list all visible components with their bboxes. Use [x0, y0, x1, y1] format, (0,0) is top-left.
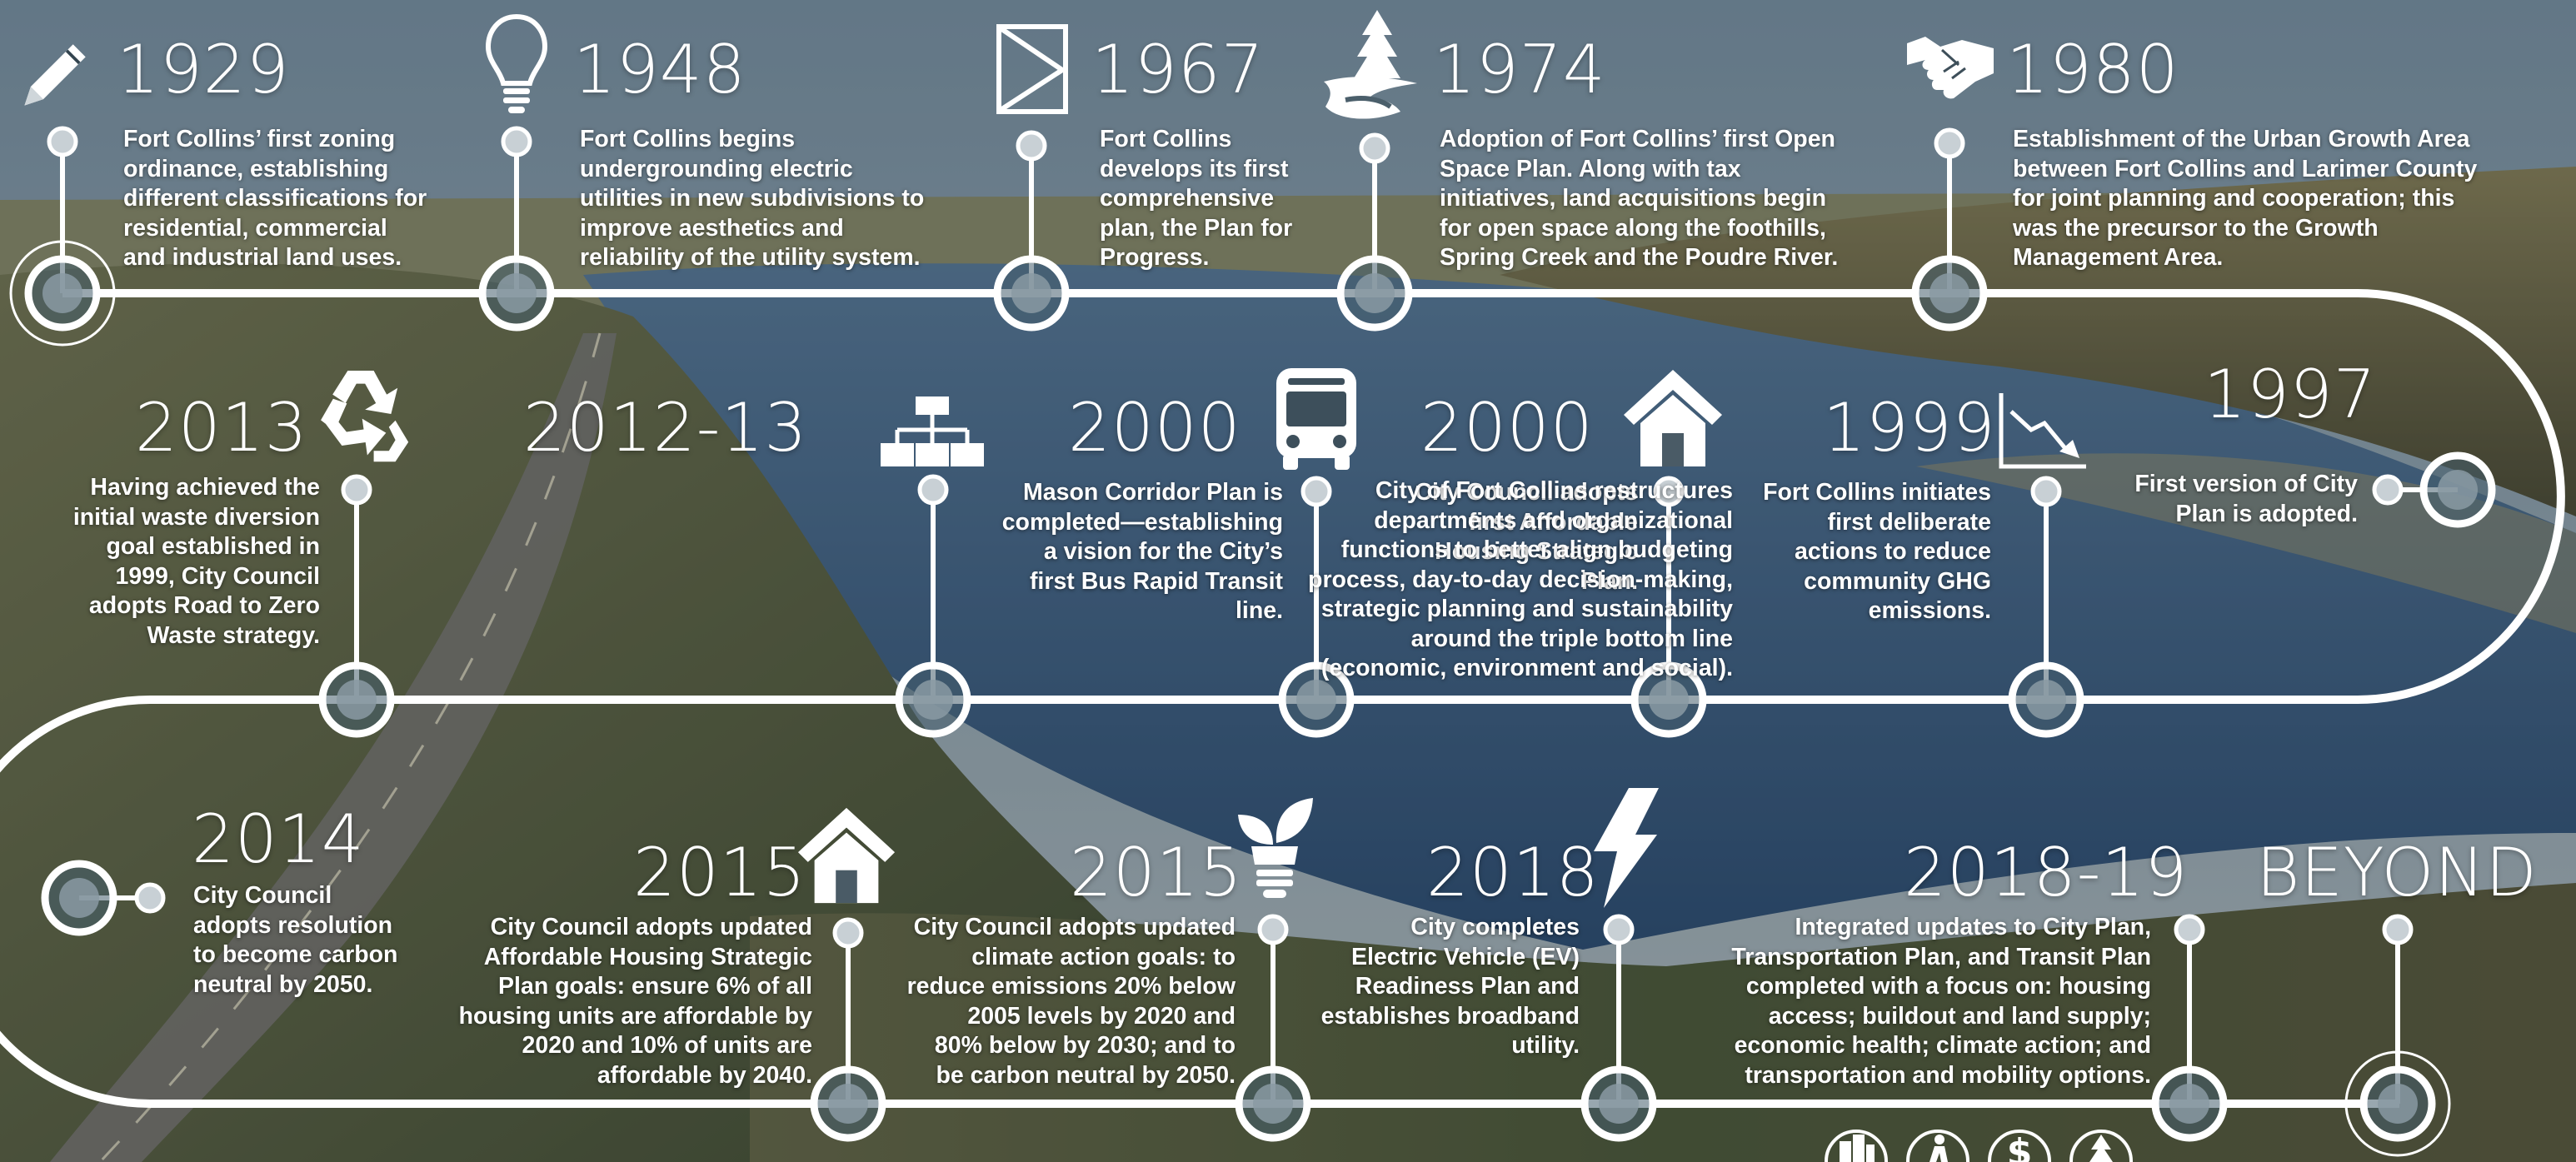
- desc-1997: First version of City Plan is adopted.: [2134, 471, 2358, 527]
- desc-2000-housing: City Council adopts first Affordable Hou…: [1415, 479, 1638, 595]
- year-1997: 1997: [2204, 356, 2377, 433]
- timeline-node-center: [337, 680, 377, 720]
- timeline-node-center: [1011, 273, 1051, 313]
- stem-end-dot: [1653, 476, 1685, 507]
- year-1967: 1967: [1091, 31, 1265, 108]
- year-1999: 1999: [1823, 389, 1996, 466]
- year-1929: 1929: [117, 31, 290, 108]
- stem-end-dot: [1359, 132, 1390, 164]
- desc-1999: Fort Collins initiates first deliberate …: [1763, 479, 1991, 624]
- desc-1967: Fort Collins develops its first comprehe…: [1100, 126, 1293, 271]
- timeline-node-center: [1296, 680, 1336, 720]
- year-2000-transit: 2000: [1068, 389, 1241, 466]
- stem-end-dot: [1934, 127, 1965, 159]
- document-icon: [996, 24, 1068, 114]
- year-1948: 1948: [573, 31, 746, 108]
- stem-end-dot: [1300, 476, 1332, 507]
- handshake-icon: [1907, 37, 1994, 99]
- stem-end-dot: [2372, 474, 2404, 506]
- timeline-node-center: [59, 878, 99, 918]
- bus-icon: [1276, 368, 1356, 470]
- svg-text:$: $: [2007, 1131, 2033, 1162]
- leaf-bulb-icon: [1238, 798, 1313, 898]
- desc-1974: Adoption of Fort Collins’ first Open Spa…: [1440, 126, 1839, 271]
- timeline-node-center: [2438, 470, 2478, 510]
- timeline-node-center: [913, 680, 953, 720]
- dollar-icon: $: [1988, 1130, 2051, 1162]
- desc-1948: Fort Collins begins undergrounding elect…: [580, 126, 925, 271]
- timeline-line: [0, 289, 2565, 1108]
- desc-2013: Having achieved the initial waste divers…: [72, 474, 320, 649]
- pedestrian-icon: [1906, 1130, 1969, 1162]
- timeline-node-center: [1253, 1084, 1293, 1124]
- timeline-node-center: [1649, 680, 1689, 720]
- timeline-node-outer-ring: [2344, 1050, 2451, 1157]
- org-chart-icon: [881, 396, 984, 466]
- timeline-node-center: [1930, 273, 1969, 313]
- year-1974: 1974: [1433, 31, 1606, 108]
- stem-end-dot: [2174, 914, 2205, 945]
- year-2015-housing: 2015: [633, 834, 806, 911]
- stem-end-dot: [1257, 914, 1289, 945]
- desc-2018: City completes Electric Vehicle (EV) Rea…: [1320, 914, 1580, 1059]
- desc-2015-climate: City Council adopts updated climate acti…: [906, 914, 1236, 1089]
- lightbulb-icon: [485, 13, 548, 113]
- desc-1929: Fort Collins’ first zoning ordinance, es…: [123, 126, 427, 271]
- year-2018: 2018: [1426, 834, 1600, 911]
- pencil-icon: [24, 44, 86, 106]
- recycle-icon: [321, 371, 409, 462]
- timeline-node-center: [42, 273, 82, 313]
- desc-2018-19: Integrated updates to City Plan, Transpo…: [1731, 914, 2151, 1089]
- timeline-node-center: [1355, 273, 1395, 313]
- stem-end-dot: [1016, 130, 1047, 162]
- lightning-icon: [1594, 788, 1659, 908]
- timeline-node-center: [2378, 1084, 2418, 1124]
- timeline-node-outer-ring: [9, 240, 116, 347]
- year-2013: 2013: [135, 389, 308, 466]
- stem-end-dot: [2382, 914, 2414, 945]
- timeline-node-center: [2026, 680, 2066, 720]
- stem-end-dot: [341, 474, 372, 506]
- declining-chart-icon: [1999, 393, 2086, 469]
- timeline-node-center: [828, 1084, 868, 1124]
- desc-2015-housing: City Council adopts updated Affordable H…: [458, 914, 812, 1089]
- stem-end-dot: [501, 126, 532, 157]
- tree-icon: [2069, 1130, 2133, 1162]
- desc-2012-13: City of Fort Collins restructures depart…: [1308, 477, 1733, 681]
- year-2015-climate: 2015: [1070, 834, 1243, 911]
- stem-end-dot: [134, 882, 166, 914]
- stem-end-dot: [2030, 476, 2062, 507]
- house-icon: [797, 807, 896, 904]
- stem-end-dot: [47, 126, 78, 157]
- timeline-node-center: [497, 273, 537, 313]
- desc-1980: Establishment of the Urban Growth Area b…: [2013, 126, 2478, 271]
- year-2012-13: 2012-13: [523, 389, 808, 466]
- desc-2014: City Council adopts resolution to become…: [193, 882, 398, 998]
- year-2014: 2014: [192, 800, 365, 878]
- year-2000-housing: 2000: [1420, 389, 1594, 466]
- year-2018-19: 2018-19: [1904, 834, 2189, 911]
- stem-end-dot: [1603, 914, 1635, 945]
- year-1980: 1980: [2006, 31, 2179, 108]
- desc-2000-transit: Mason Corridor Plan is completed—establi…: [1001, 479, 1283, 624]
- house-icon: [1624, 370, 1722, 466]
- year-beyond: BEYOND: [2256, 834, 2538, 911]
- buildings-icon: [1825, 1130, 1888, 1162]
- tree-landscape-icon: [1324, 10, 1417, 119]
- stem-end-dot: [832, 917, 864, 949]
- stem-end-dot: [917, 474, 949, 506]
- timeline-node-center: [1599, 1084, 1639, 1124]
- timeline-node-center: [2169, 1084, 2209, 1124]
